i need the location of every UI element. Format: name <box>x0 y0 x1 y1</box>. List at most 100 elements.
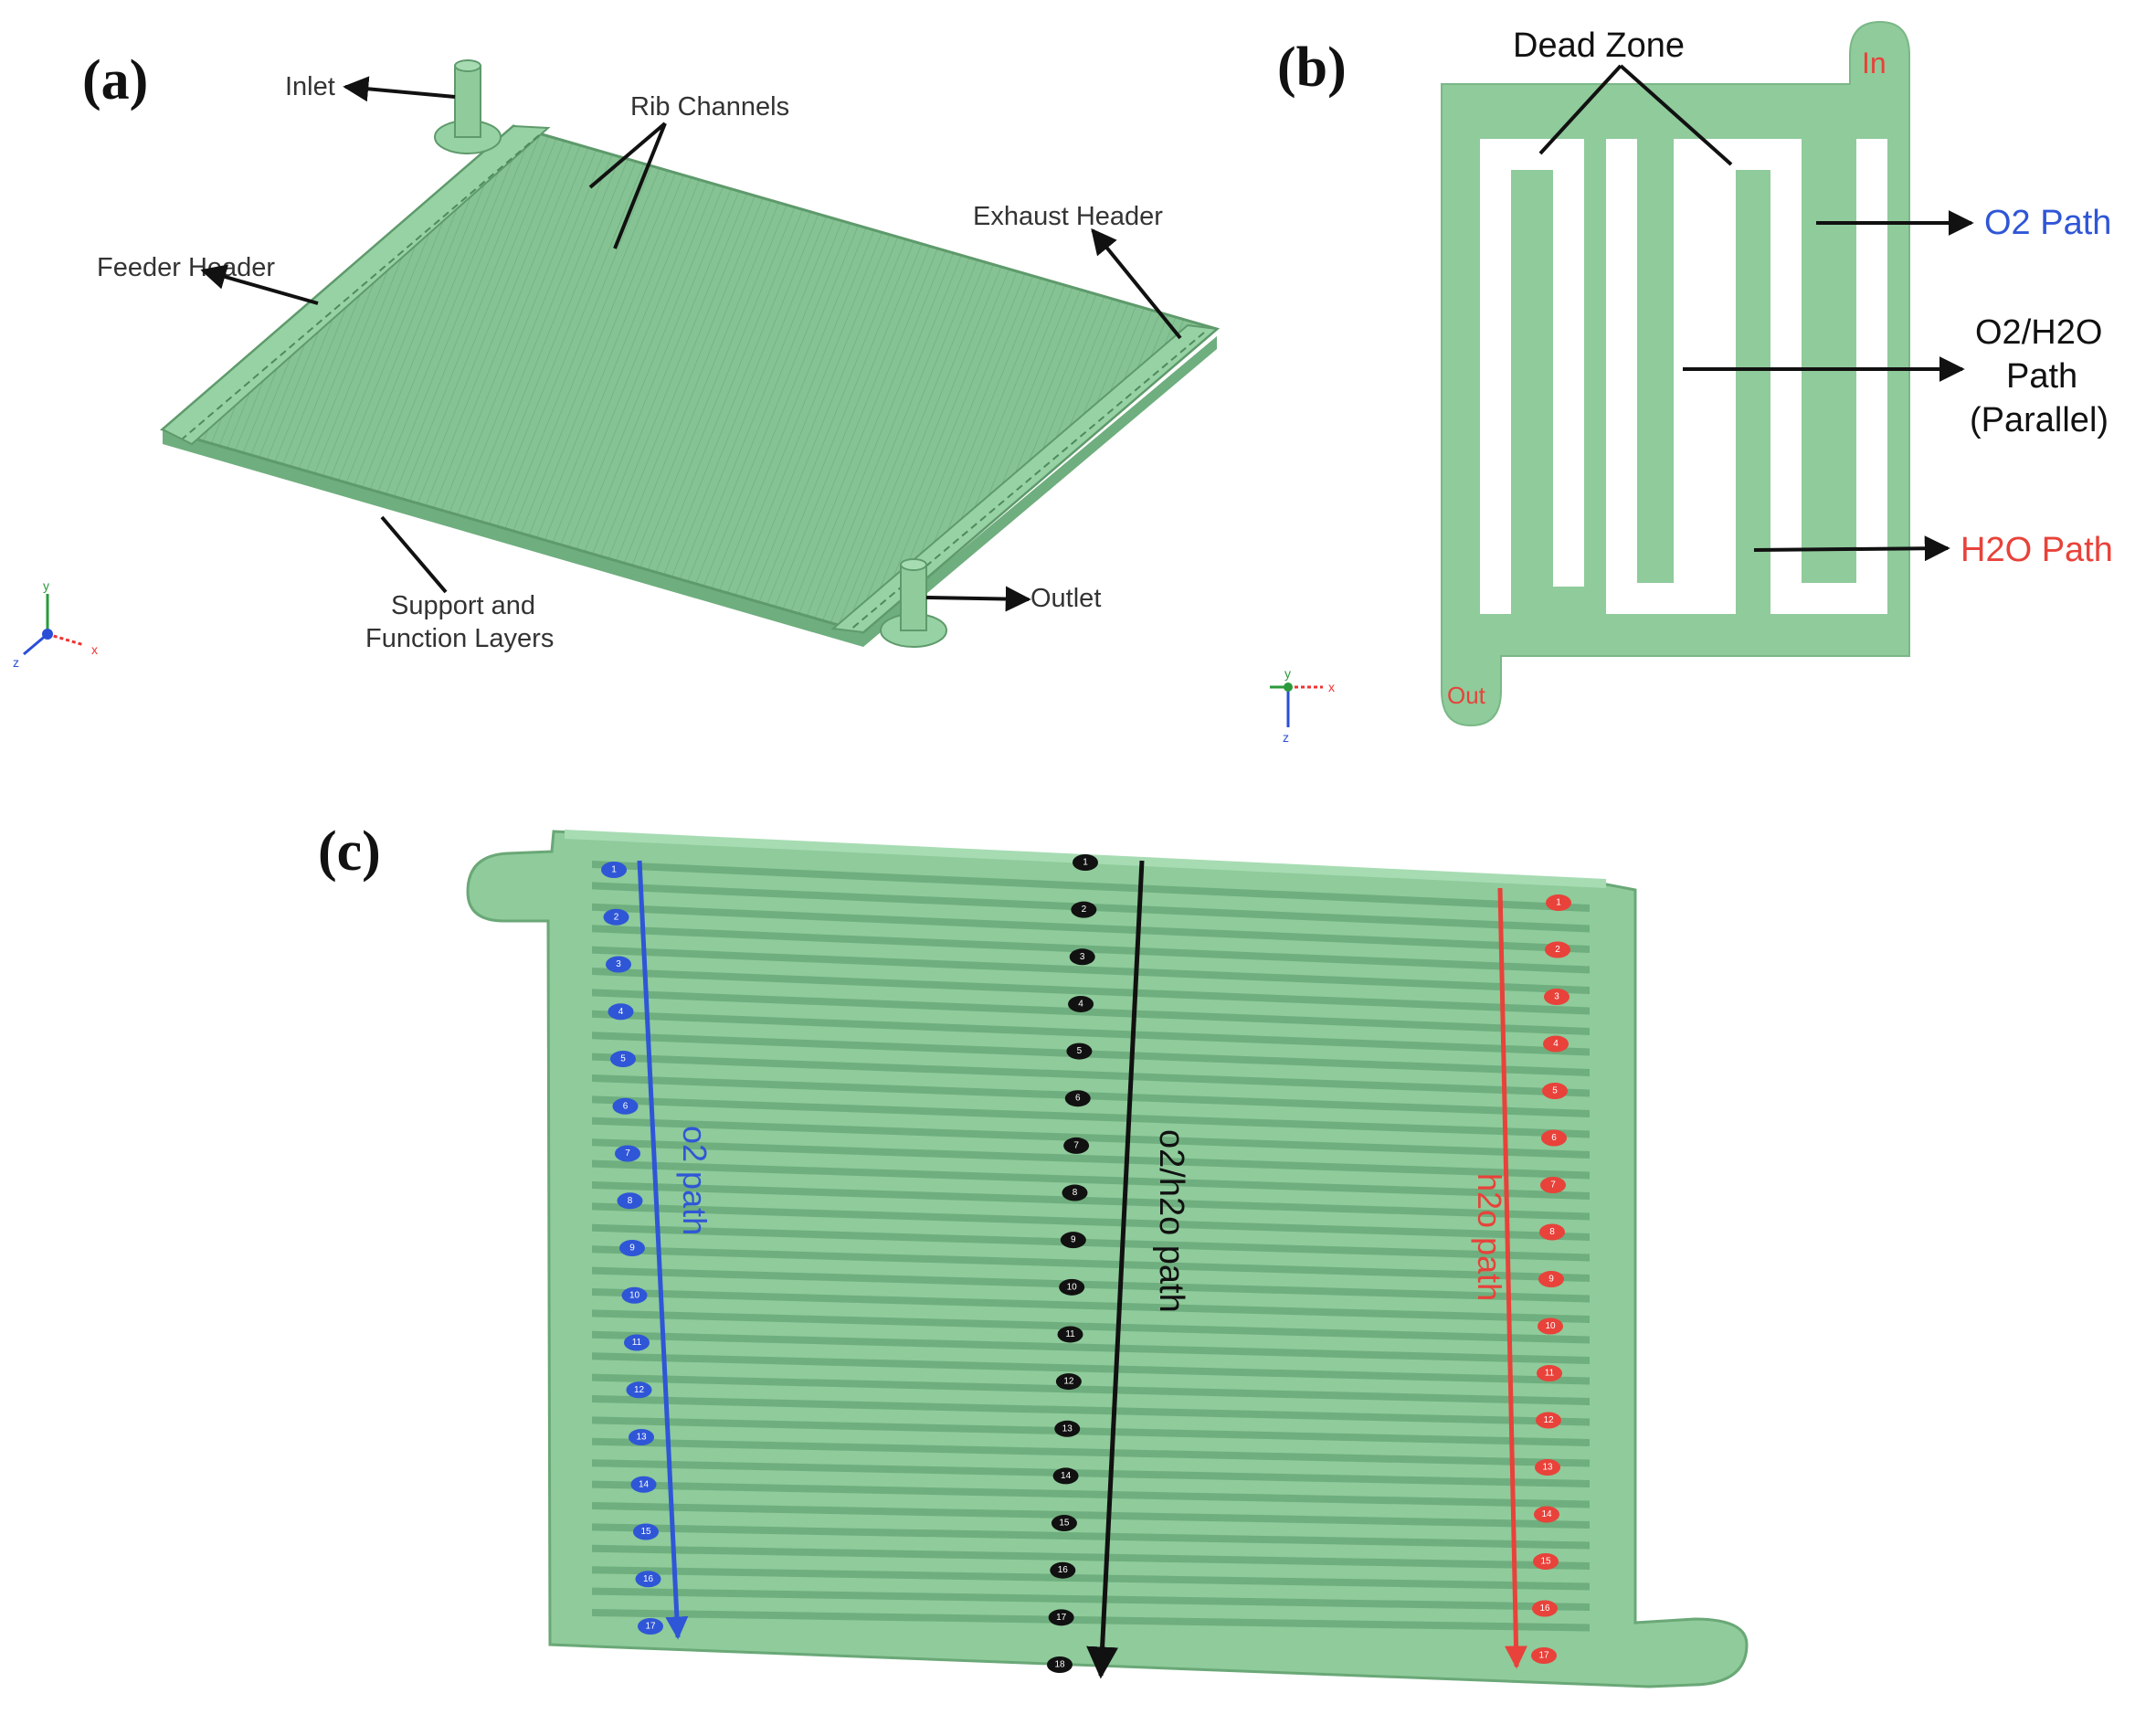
rib-channel <box>592 1309 1590 1344</box>
o2h2o-point-number: 15 <box>1059 1519 1070 1529</box>
o2-point-marker <box>608 1003 634 1021</box>
o2h2o-point-number: 14 <box>1061 1471 1072 1481</box>
label-rib-channels: Rib Channels <box>630 92 789 122</box>
label-parallel-3: (Parallel) <box>1970 401 2108 439</box>
label-in: In <box>1862 47 1886 79</box>
rib-channel <box>592 1266 1590 1303</box>
o2h2o-point-number: 17 <box>1056 1613 1067 1623</box>
rib-channels-c <box>592 861 1590 1632</box>
rib-channel <box>592 1223 1590 1262</box>
h2o-point-number: 14 <box>1541 1509 1552 1519</box>
o2-point-number: 6 <box>623 1101 629 1111</box>
o2-point-number: 3 <box>616 959 621 969</box>
o2h2o-point-marker <box>1057 1326 1083 1343</box>
o2h2o-point-number: 16 <box>1058 1565 1069 1575</box>
h2o-point-marker <box>1532 1600 1558 1617</box>
o2-point-marker <box>615 1145 640 1162</box>
h2o-point-number: 5 <box>1552 1086 1558 1096</box>
rib-channel <box>592 1159 1590 1200</box>
h2o-point-number: 2 <box>1555 945 1560 955</box>
o2h2o-point-marker <box>1054 1420 1081 1437</box>
o2-point-number: 12 <box>634 1385 645 1395</box>
rib-channel <box>592 1010 1590 1056</box>
h2o-point-marker <box>1538 1318 1563 1335</box>
o2h2o-point-marker <box>1048 1609 1074 1626</box>
rib-channel <box>592 1609 1590 1632</box>
o2h2o-point-number: 13 <box>1062 1423 1073 1434</box>
o2h2o-point-marker <box>1066 1042 1093 1060</box>
rib-channel <box>592 968 1590 1015</box>
o2-point-marker <box>606 956 631 973</box>
rib-channel <box>592 861 1590 912</box>
o2-point-number: 14 <box>639 1479 650 1489</box>
panel-a-letter: (a) <box>82 49 148 111</box>
o2h2o-point-number: 3 <box>1080 952 1085 962</box>
rib-channel <box>592 946 1590 994</box>
rib-channel <box>592 1053 1590 1097</box>
inlet-pipe <box>434 59 502 154</box>
o2-point-number: 1 <box>611 865 617 875</box>
rib-channel <box>592 1566 1590 1591</box>
o2h2o-point-marker <box>1069 948 1095 966</box>
rib-channel <box>592 1074 1590 1117</box>
label-c-h2o-path: h2o path <box>1471 1173 1508 1301</box>
axis-b-x-label: x <box>1328 680 1335 694</box>
o2h2o-point-marker <box>1060 1232 1086 1249</box>
h2o-point-marker <box>1534 1506 1559 1523</box>
label-c-o2-path: o2 path <box>676 1126 713 1235</box>
o2h2o-point-number: 12 <box>1063 1377 1074 1387</box>
h2o-point-marker <box>1545 941 1570 958</box>
o2h2o-point-marker <box>1055 1373 1082 1391</box>
o2-point-marker <box>612 1097 639 1115</box>
h2o-point-marker <box>1540 1177 1566 1193</box>
o2-point-marker <box>621 1286 648 1304</box>
o2-point-number: 7 <box>625 1148 630 1159</box>
rib-channel <box>592 1544 1590 1570</box>
o2-point-number: 13 <box>636 1433 647 1443</box>
serpentine-gaps <box>1480 139 1887 614</box>
o2-point-marker <box>601 862 627 878</box>
h2o-point-marker <box>1535 1459 1560 1476</box>
rib-channel <box>592 1116 1590 1159</box>
rib-channel <box>592 1095 1590 1138</box>
h2o-point-marker <box>1539 1223 1565 1241</box>
feeder-dash <box>182 134 540 439</box>
o2-point-number: 11 <box>632 1338 642 1348</box>
o2-point-number: 9 <box>629 1243 635 1254</box>
rib-channel <box>592 1416 1590 1446</box>
rib-channel <box>592 925 1590 974</box>
rib-channel <box>592 1523 1590 1550</box>
h2o-point-marker <box>1546 894 1571 911</box>
panel-b: (b) Dead Zone In Out O2 Path O2/H2O Path… <box>1270 20 2113 745</box>
rib-channel <box>592 1330 1590 1364</box>
rib-channel <box>592 1480 1590 1508</box>
o2h2o-point-marker <box>1068 995 1094 1012</box>
o2-point-marker <box>635 1571 661 1588</box>
plate-a-side <box>163 336 1217 647</box>
o2-path-arrow <box>637 860 689 1640</box>
o2-point-marker <box>610 1051 636 1067</box>
o2-point-marker <box>617 1192 643 1210</box>
h2o-point-marker <box>1543 1035 1569 1053</box>
panel-a: (a) Inlet Rib Channels Exhaust Header <box>13 49 1221 670</box>
o2-point-marker <box>626 1381 652 1399</box>
rib-channel <box>592 1181 1590 1221</box>
o2h2o-point-number: 6 <box>1075 1094 1081 1104</box>
o2h2o-point-marker <box>1050 1561 1076 1579</box>
h2o-point-marker <box>1538 1271 1564 1287</box>
h2o-point-marker <box>1531 1647 1557 1664</box>
feeder-header <box>161 124 551 446</box>
o2-point-number: 17 <box>645 1622 656 1632</box>
o2h2o-point-number: 18 <box>1054 1660 1065 1670</box>
h2o-point-marker <box>1542 1083 1568 1099</box>
label-dead-zone: Dead Zone <box>1513 26 1685 65</box>
o2-point-marker <box>619 1240 645 1256</box>
rib-channel <box>592 1502 1590 1529</box>
label-support-1: Support and <box>391 591 535 620</box>
arrow-outlet <box>925 586 1031 612</box>
h2o-point-number: 12 <box>1543 1415 1554 1425</box>
h2o-point-number: 3 <box>1554 992 1559 1002</box>
o2-point-marker <box>633 1523 659 1540</box>
label-outlet: Outlet <box>1030 584 1101 613</box>
